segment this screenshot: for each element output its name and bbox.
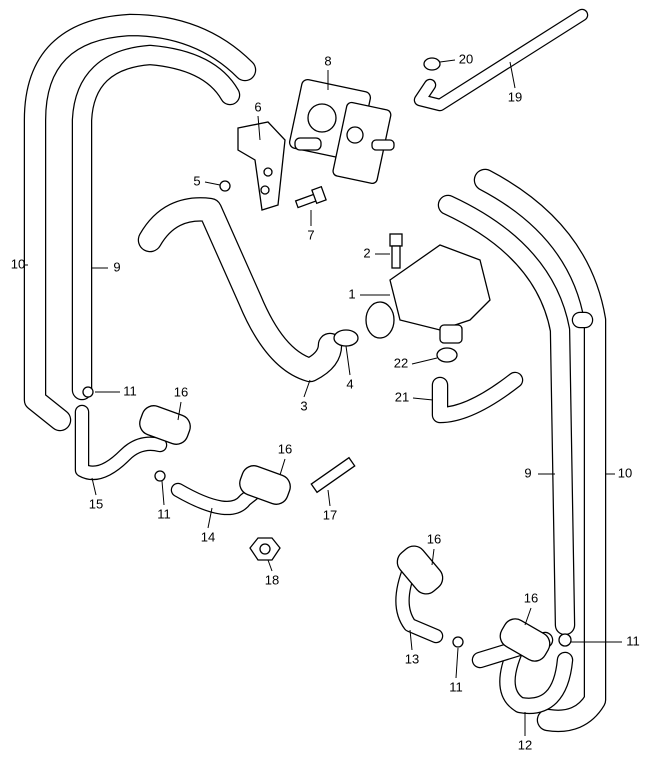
leader-line <box>411 357 438 365</box>
callout-11: 11 <box>123 383 137 398</box>
leader-line <box>439 59 456 63</box>
callout-17: 17 <box>323 507 337 522</box>
leader-line <box>509 61 516 89</box>
callout-22: 22 <box>394 355 408 370</box>
leader-line <box>91 477 97 496</box>
leader-line <box>409 629 413 651</box>
flanges <box>139 405 551 662</box>
leader-line <box>177 401 182 421</box>
callout-11: 11 <box>626 633 640 648</box>
leader-line <box>279 458 286 476</box>
leader-line <box>455 647 459 679</box>
fuel-tank-1 <box>365 244 491 344</box>
leader-line <box>345 345 351 376</box>
callout-10: 10 <box>11 256 25 271</box>
callout-16: 16 <box>278 441 292 456</box>
stud-17 <box>310 456 356 494</box>
callout-12: 12 <box>518 737 532 752</box>
leader-line <box>327 489 331 507</box>
callout-2: 2 <box>363 245 370 260</box>
callout-19: 19 <box>508 89 522 104</box>
pipe-12 <box>499 631 574 715</box>
hose-10-right <box>473 168 607 733</box>
callout-16: 16 <box>427 531 441 546</box>
callout-16: 16 <box>524 590 538 605</box>
pipe-15 <box>74 404 168 481</box>
leader-line <box>431 548 435 566</box>
leader-line <box>524 607 532 626</box>
pipe-14 <box>170 480 268 516</box>
callout-5: 5 <box>193 173 200 188</box>
callout-6: 6 <box>254 99 261 114</box>
leader-line <box>204 181 221 186</box>
callout-16: 16 <box>174 384 188 399</box>
hose-10-left <box>23 13 257 432</box>
callout-11: 11 <box>157 506 171 521</box>
callout-14: 14 <box>201 529 215 544</box>
callout-8: 8 <box>324 53 331 68</box>
callout-3: 3 <box>300 398 307 413</box>
fuel-pump <box>288 78 395 185</box>
callout-21: 21 <box>395 389 409 404</box>
callout-15: 15 <box>89 496 103 511</box>
callout-9: 9 <box>524 465 531 480</box>
bolt-7 <box>294 185 327 209</box>
hose-21 <box>431 371 524 424</box>
callout-4: 4 <box>346 376 353 391</box>
leader-line <box>161 480 165 506</box>
leader-line <box>257 115 261 141</box>
hose-3 <box>137 197 343 383</box>
callout-13: 13 <box>405 651 419 666</box>
callout-10: 10 <box>618 465 632 480</box>
bracket <box>237 121 286 211</box>
callout-7: 7 <box>307 227 314 242</box>
clamps <box>82 57 572 648</box>
nut-18 <box>249 537 281 561</box>
callout-18: 18 <box>265 572 279 587</box>
hose-9-right <box>437 194 576 636</box>
leader-line <box>267 559 273 572</box>
callout-1: 1 <box>348 286 355 301</box>
callout-20: 20 <box>459 51 473 66</box>
callout-9: 9 <box>113 259 120 274</box>
leader-line <box>303 379 311 398</box>
hose-9-left <box>71 44 241 401</box>
bolt-2 <box>389 233 403 269</box>
hose-19 <box>413 8 589 112</box>
leader-line <box>207 507 213 529</box>
callout-11: 11 <box>449 679 463 694</box>
leader-line <box>412 397 434 401</box>
